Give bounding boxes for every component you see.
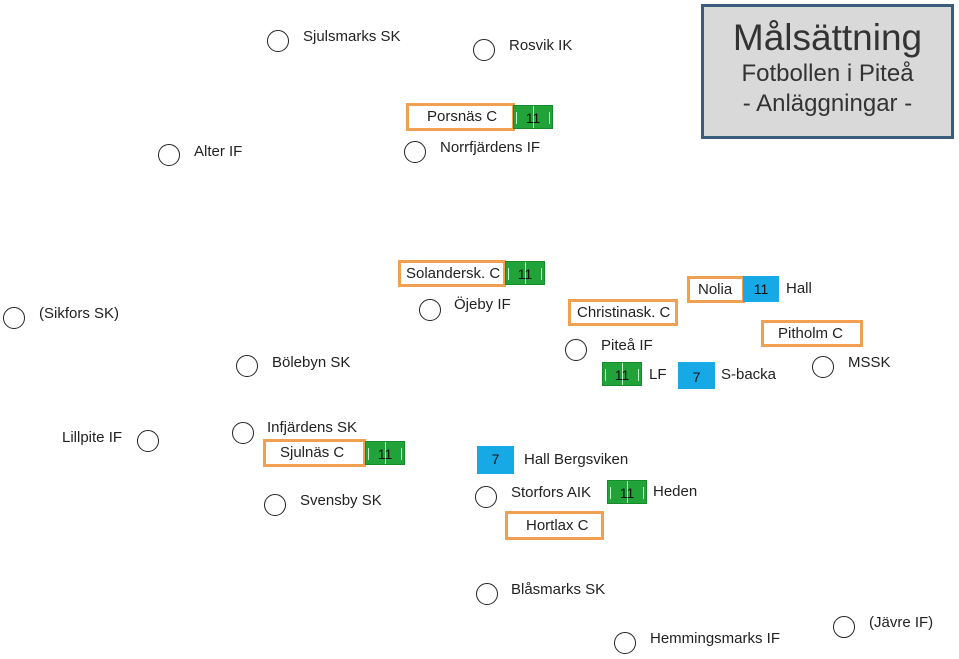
club-bolebyn-sk: Bölebyn SK bbox=[272, 354, 351, 371]
title-main: Målsättning bbox=[732, 17, 923, 58]
centre-hortlax: Hortlax C bbox=[505, 511, 604, 540]
centre-nolia: Nolia bbox=[687, 276, 745, 303]
club-sikfors-sk: (Sikfors SK) bbox=[39, 305, 120, 322]
club-rosvik-if: Rosvik IK bbox=[509, 37, 573, 54]
club-hemmingsmarks-if: Hemmingsmarks IF bbox=[650, 630, 781, 647]
club-blasmarks-sk: Blåsmarks SK bbox=[511, 581, 606, 598]
club-circle-icon bbox=[476, 583, 498, 605]
hall-nolia-size: 11 bbox=[753, 281, 769, 297]
pitch-11-icon: 11 bbox=[607, 480, 647, 504]
title-box: Målsättning Fotbollen i Piteå - Anläggni… bbox=[701, 4, 954, 139]
label-hall-bergsviken: Hall Bergsviken bbox=[524, 451, 629, 468]
centre-pitholm-label: Pitholm C bbox=[778, 324, 844, 342]
centre-solandersk-label: Solandersk. C bbox=[406, 264, 501, 282]
centre-porsnas-label: Porsnäs C bbox=[427, 108, 498, 125]
pitch-11-icon: 11 bbox=[602, 362, 642, 386]
club-storfors-aik: Storfors AIK bbox=[511, 484, 592, 501]
hall-s-backa-icon: 7 bbox=[678, 362, 715, 389]
club-circle-icon bbox=[419, 299, 441, 321]
centre-pitholm: Pitholm C bbox=[761, 320, 863, 347]
hall-bergsviken-icon: 7 bbox=[477, 446, 514, 474]
club-lillpite-if: Lillpite IF bbox=[62, 429, 123, 446]
club-mssk: MSSK bbox=[848, 354, 891, 371]
club-circle-icon bbox=[236, 355, 258, 377]
label-hall: Hall bbox=[786, 280, 812, 297]
club-circle-icon bbox=[3, 307, 25, 329]
centre-sjulnas-label: Sjulnäs C bbox=[280, 444, 345, 461]
pitch-solandersk-size: 11 bbox=[517, 266, 533, 282]
club-circle-icon bbox=[158, 144, 180, 166]
club-sjulsmarks-sk: Sjulsmarks SK bbox=[303, 28, 401, 45]
centre-christinask-label: Christinask. C bbox=[577, 303, 671, 321]
centre-solandersk: Solandersk. C bbox=[398, 260, 506, 287]
club-circle-icon bbox=[565, 339, 587, 361]
hall-bergsviken-size: 7 bbox=[491, 451, 500, 467]
club-infjardens-sk: Infjärdens SK bbox=[267, 419, 358, 436]
club-circle-icon bbox=[404, 141, 426, 163]
club-ojeby-if: Öjeby IF bbox=[454, 296, 511, 313]
title-line2: Fotbollen i Piteå bbox=[741, 60, 914, 87]
hall-nolia-icon: 11 bbox=[743, 276, 779, 302]
club-circle-icon bbox=[137, 430, 159, 452]
club-circle-icon bbox=[812, 356, 834, 378]
pitch-sjulnas-size: 11 bbox=[377, 446, 393, 462]
centre-hortlax-label: Hortlax C bbox=[526, 516, 589, 534]
club-pitea-if: Piteå IF bbox=[601, 337, 653, 354]
club-alter-if: Alter IF bbox=[194, 143, 243, 160]
pitch-11-icon: 11 bbox=[505, 261, 545, 285]
club-circle-icon bbox=[614, 632, 636, 654]
label-heden: Heden bbox=[653, 483, 698, 500]
label-lf: LF bbox=[649, 366, 667, 383]
centre-sjulnas: Sjulnäs C bbox=[263, 439, 366, 467]
club-circle-icon bbox=[267, 30, 289, 52]
club-svensby-sk: Svensby SK bbox=[300, 492, 382, 509]
club-circle-icon bbox=[473, 39, 495, 61]
pitch-pitea-lf-size: 11 bbox=[614, 367, 630, 383]
pitch-11-icon: 11 bbox=[365, 441, 405, 465]
club-circle-icon bbox=[475, 486, 497, 508]
hall-s-backa-size: 7 bbox=[692, 369, 701, 385]
club-circle-icon bbox=[232, 422, 254, 444]
title-line3: - Anläggningar - bbox=[742, 90, 913, 117]
club-circle-icon bbox=[264, 494, 286, 516]
centre-nolia-label: Nolia bbox=[698, 280, 733, 298]
club-circle-icon bbox=[833, 616, 855, 638]
label-s-backa: S-backa bbox=[721, 366, 777, 383]
club-javre-if: (Jävre IF) bbox=[869, 614, 934, 631]
centre-christinask: Christinask. C bbox=[568, 299, 678, 326]
centre-porsnas: Porsnäs C bbox=[406, 103, 515, 131]
club-norrfjardens-if: Norrfjärdens IF bbox=[440, 139, 541, 156]
pitch-11-icon: 11 bbox=[513, 105, 553, 129]
pitch-porsnas-size: 11 bbox=[525, 110, 541, 126]
pitch-storfors-size: 11 bbox=[619, 485, 635, 501]
